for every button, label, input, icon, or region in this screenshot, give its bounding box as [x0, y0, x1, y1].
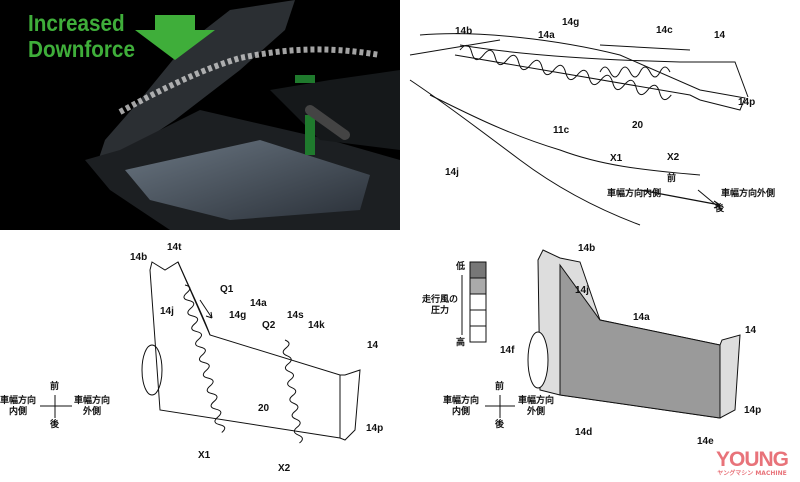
compass-front: 前 [50, 382, 60, 392]
label-14a: 14a [633, 312, 650, 323]
fig-bottom-right-drawing [461, 249, 741, 419]
label-20: 20 [632, 120, 644, 131]
outer-line-2: 外側 [527, 407, 546, 417]
inner-line-2: 内側 [452, 407, 471, 417]
compass-front: 前 [495, 382, 505, 392]
label-x2: X2 [278, 463, 291, 474]
young-machine-logo: YOUNG ヤングマシン MACHINE [712, 448, 792, 477]
label-14: 14 [367, 340, 379, 351]
label-14d: 14d [575, 427, 593, 438]
label-14b: 14b [578, 243, 596, 254]
compass-inner: 車幅方向内側 [443, 396, 479, 418]
label-x1: X1 [610, 153, 623, 164]
compass-rear: 後 [715, 204, 725, 214]
label-14j: 14j [160, 306, 174, 317]
label-14a: 14a [250, 298, 267, 309]
downforce-photo: Increased Downforce [0, 0, 400, 230]
compass-outer: 車幅方向外側 [518, 396, 554, 418]
label-14p: 14p [744, 405, 762, 416]
inner-line-2: 内側 [9, 407, 28, 417]
compass-front: 前 [667, 174, 677, 184]
label-14f: 14f [500, 345, 515, 356]
headline: Increased Downforce [28, 10, 135, 62]
outer-line-2: 外側 [83, 407, 102, 417]
logo-brand: YOUNG [715, 448, 789, 471]
label-14g: 14g [229, 310, 247, 321]
label-14j: 14j [445, 167, 459, 178]
legend-title-2: 圧力 [431, 306, 450, 316]
legend-high: 高 [456, 338, 466, 348]
label-14g: 14g [562, 17, 580, 28]
inner-line-1: 車幅方向 [0, 396, 37, 406]
compass-inner: 車幅方向内側 [607, 189, 662, 199]
label-14a: 14a [538, 30, 555, 41]
label-14t: 14t [167, 242, 182, 253]
label-11c: 11c [553, 125, 570, 136]
label-14k: 14k [308, 320, 325, 331]
outer-line-1: 車幅方向 [518, 396, 555, 406]
logo-sub: ヤングマシン MACHINE [717, 470, 787, 477]
fig-bottom-left-drawing [40, 261, 361, 444]
label-14p: 14p [738, 97, 756, 108]
legend-title: 走行風の圧力 [422, 295, 458, 317]
label-q1: Q1 [220, 284, 234, 295]
compass-rear: 後 [50, 420, 60, 430]
label-14c: 14c [656, 25, 673, 36]
label-14: 14 [714, 30, 726, 41]
inner-line-1: 車幅方向 [443, 396, 480, 406]
label-14e: 14e [697, 436, 714, 447]
label-x2: X2 [667, 152, 680, 163]
outer-line-1: 車幅方向 [74, 396, 111, 406]
label-q2: Q2 [262, 320, 276, 331]
label-14p: 14p [366, 423, 384, 434]
label-14b: 14b [455, 26, 473, 37]
compass-rear: 後 [495, 420, 505, 430]
fig-top-right-drawing [409, 33, 749, 226]
headline-line-1: Increased [28, 10, 125, 36]
compass-outer: 車幅方向外側 [74, 396, 110, 418]
label-x1: X1 [198, 450, 211, 461]
compass-inner: 車幅方向内側 [0, 396, 36, 418]
down-arrow-icon [135, 15, 215, 60]
headline-line-2: Downforce [28, 36, 135, 62]
legend-title-1: 走行風の [422, 295, 459, 305]
label-20: 20 [258, 403, 270, 414]
legend-low: 低 [456, 262, 466, 272]
compass-outer: 車幅方向外側 [721, 189, 776, 199]
label-14j: 14j [575, 285, 589, 296]
label-14s: 14s [287, 310, 304, 321]
motorcycle-illustration [85, 0, 400, 230]
label-14b: 14b [130, 252, 148, 263]
label-14: 14 [745, 325, 757, 336]
